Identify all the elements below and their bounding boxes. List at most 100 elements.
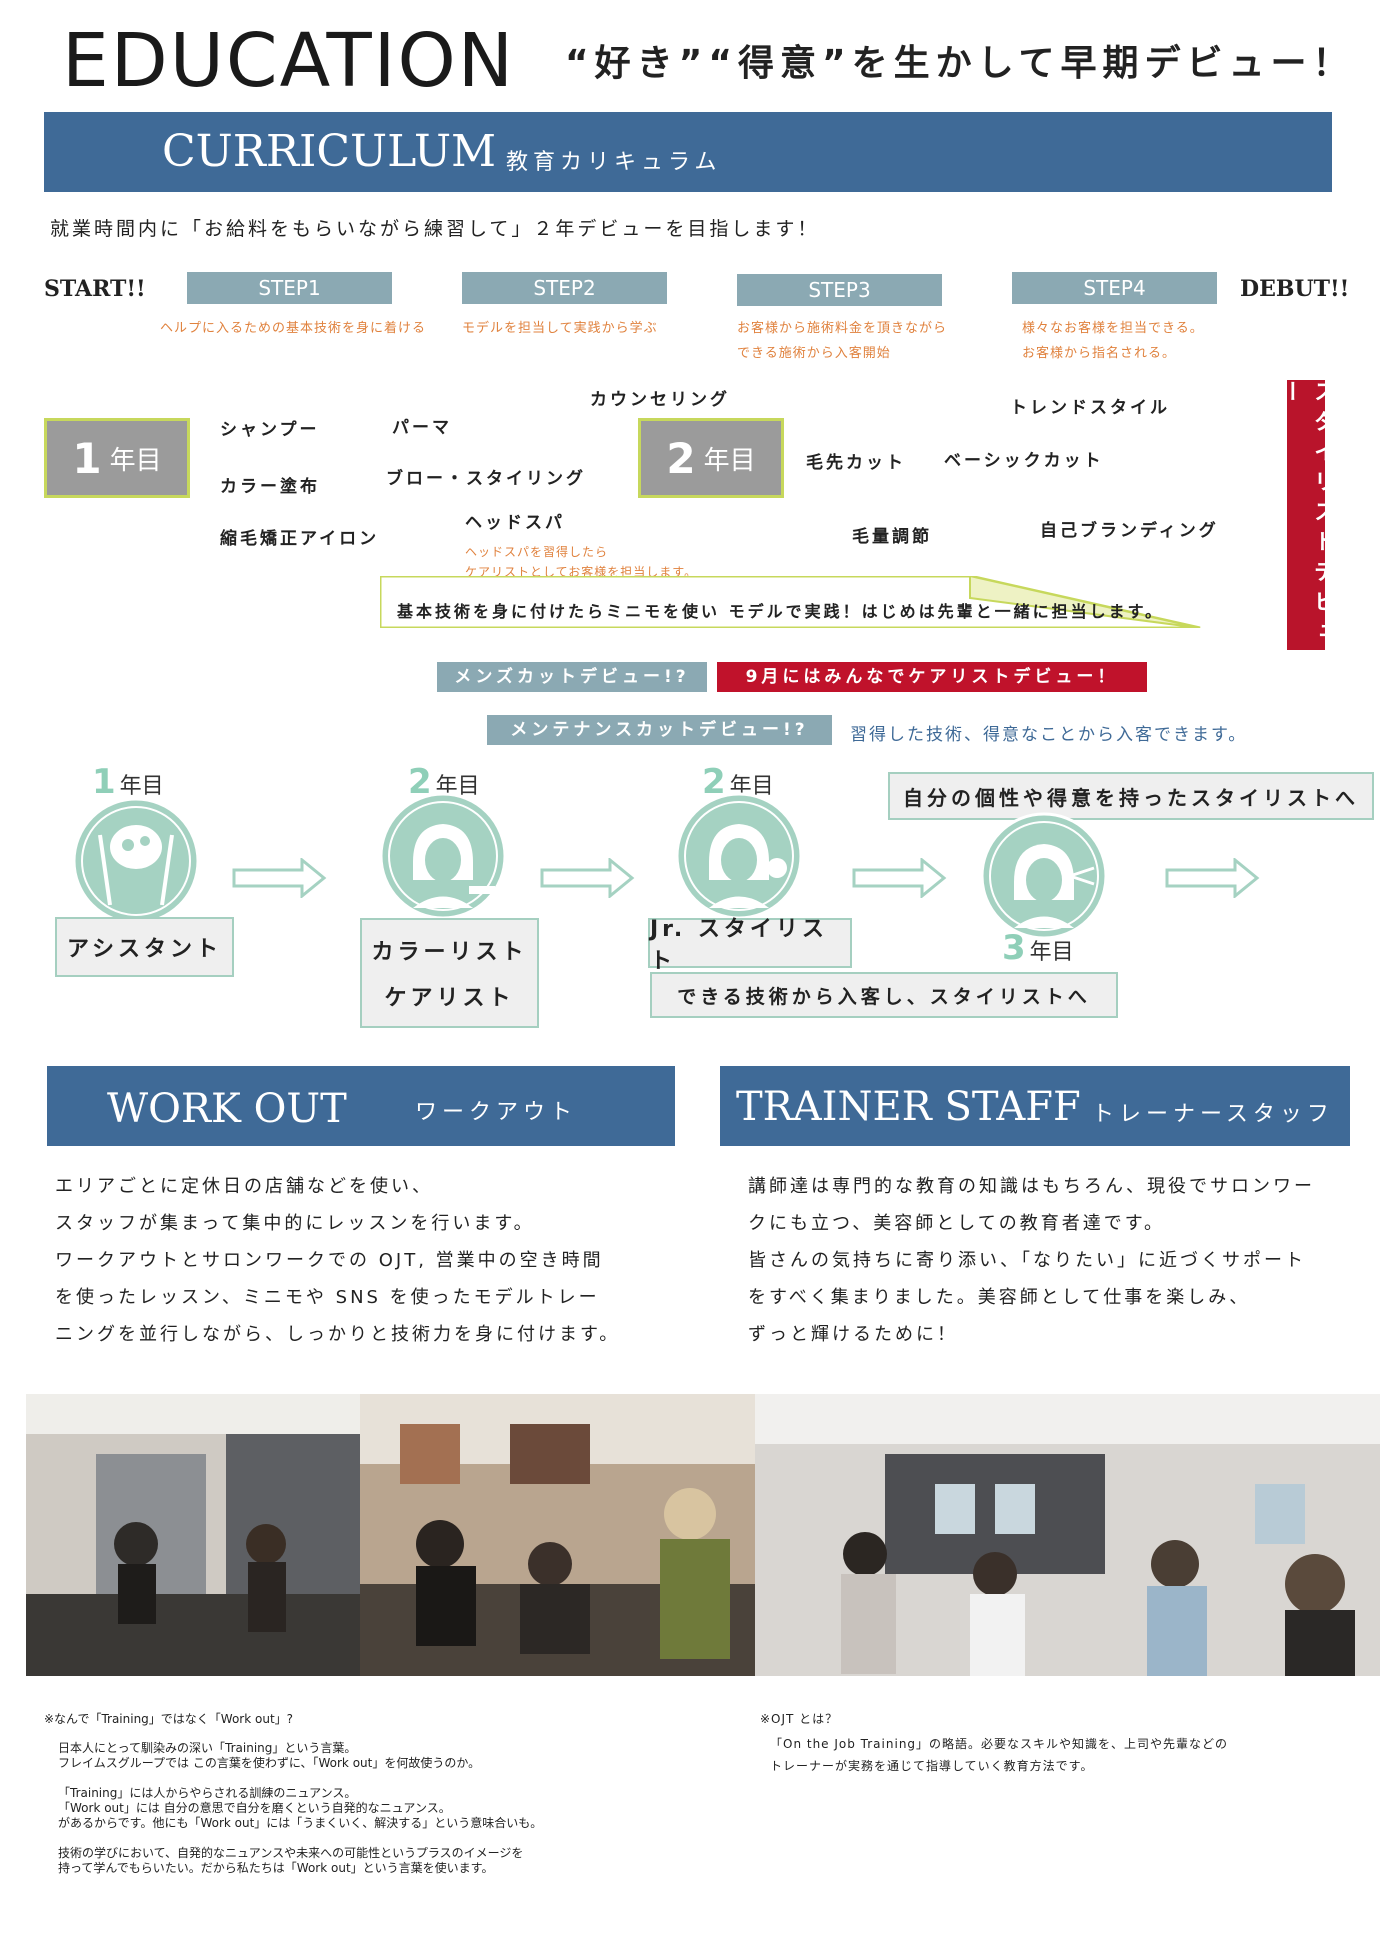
trainer-line: 皆さんの気持ちに寄り添い、「なりたい」に近づくサポート [748, 1250, 1306, 1271]
ojt-footnote-line: 「On the Job Training」の略語。必要なスキルや知識を、上司や先… [770, 1737, 1229, 1751]
workout-text: エリアごとに定休日の店舗などを使い、 スタッフが集まって集中的にレッスンを行いま… [55, 1168, 675, 1353]
workout-line: エリアごとに定休日の店舗などを使い、 [55, 1176, 433, 1197]
trainer-line: 講師達は専門的な教育の知識はもちろん、現役でサロンワー [748, 1176, 1315, 1197]
training-footnote-line: 「Training」には人からやらされる訓練のニュアンス。 [58, 1786, 357, 1800]
skill-tip-cut: 毛先カット [806, 453, 906, 473]
curriculum-subtitle: 教育カリキュラム [506, 150, 722, 175]
workout-line: ワークアウトとサロンワークでの OJT, 営業中の空き時間 [55, 1250, 604, 1271]
step3-desc: お客様から施術料金を頂きながら できる施術から入客開始 [737, 316, 947, 366]
assistant-label: アシスタント [66, 937, 223, 962]
colorist-label: カラーリスト [371, 940, 528, 965]
ojt-footnote-line: トレーナーが実務を通じて指導していく教育方法です。 [770, 1759, 1094, 1773]
assistant-icon [72, 797, 200, 925]
training-footnote-line: 持って学んでもらいたい。だから私たちは「Work out」という言葉を使います。 [58, 1861, 494, 1875]
trainer-title: TRAINER STAFF [736, 1084, 1081, 1130]
debut-label: DEBUT!! [1240, 276, 1350, 302]
entry-note: 習得した技術、得意なことから入客できます。 [850, 725, 1248, 745]
jr-stylist-note-box: できる技術から入客し、スタイリストへ [650, 972, 1118, 1018]
stylist-debut-bar: スタイリストデビュー [1278, 380, 1335, 650]
step4-desc-line2: お客様から指名される。 [1022, 346, 1177, 361]
training-footnote-heading: ※なんで「Training」ではなく「Work out」? [44, 1712, 294, 1726]
arrow-4 [1165, 858, 1260, 898]
training-footnote-line: 日本人にとって馴染みの深い「Training」という言葉。 [58, 1741, 357, 1755]
trainer-line: クにも立つ、美容師としての教育者達です。 [748, 1213, 1165, 1234]
year1-unit: 年目 [109, 445, 162, 476]
skill-volume: 毛量調節 [852, 527, 932, 547]
arrow-1 [232, 858, 327, 898]
workout-line: スタッフが集まって集中的にレッスンを行います。 [55, 1213, 535, 1234]
workout-title: WORK OUT [107, 1086, 347, 1132]
year2-box: 2 年目 [638, 418, 784, 498]
start-label: START!! [44, 276, 146, 302]
skill-counseling: カウンセリング [590, 390, 730, 410]
skill-perm: パーマ [392, 418, 452, 438]
year1-number: 1 [72, 433, 102, 483]
workout-subtitle: ワークアウト [415, 1100, 578, 1125]
stylist-icon [980, 812, 1108, 940]
step1-desc-line: ヘルプに入るための基本技術を身に着ける [160, 321, 427, 336]
stage4-year-number: 3 [1002, 928, 1026, 968]
curriculum-title: CURRICULUM [162, 126, 497, 177]
step3-label: STEP3 [737, 274, 942, 306]
practice-text: 基本技術を身に付けたらミニモを使い モデルで実践！はじめは先輩と一緒に担当します… [397, 602, 1164, 621]
trainer-line: をすべく集まりました。美容師として仕事を楽しみ、 [748, 1287, 1251, 1308]
arrow-2 [540, 858, 635, 898]
workout-line: を使ったレッスン、ミニモや SNS を使ったモデルトレー [55, 1287, 600, 1308]
jr-stylist-role: Jr. スタイリスト [648, 917, 852, 974]
skill-blow-styling: ブロー・スタイリング [386, 469, 586, 489]
colorist-role: カラーリスト ケアリスト [360, 918, 539, 1028]
step3-desc-line1: お客様から施術料金を頂きながら [737, 321, 948, 336]
trainer-text: 講師達は専門的な教育の知識はもちろん、現役でサロンワー クにも立つ、美容師として… [748, 1168, 1348, 1353]
colorist-icon [379, 792, 507, 920]
september-carist-tag: 9月にはみんなでケアリストデビュー！ [717, 662, 1147, 692]
stage3-year-number: 2 [702, 762, 726, 802]
skill-shampoo: シャンプー [220, 420, 320, 440]
carist-label: ケアリスト [384, 986, 515, 1011]
stage2-year-number: 2 [408, 762, 432, 802]
training-footnote: ※なんで「Training」ではなく「Work out」? 日本人にとって馴染み… [44, 1712, 704, 1876]
skill-color: カラー塗布 [220, 477, 320, 497]
jr-stylist-icon [675, 792, 803, 920]
ojt-footnote-heading: ※OJT とは？ [760, 1712, 839, 1726]
stage1-year-number: 1 [92, 762, 116, 802]
trainer-banner: TRAINER STAFF トレーナースタッフ [720, 1066, 1350, 1146]
step1-label: STEP1 [187, 272, 392, 304]
tagline: “好き”“得意”を生かして早期デビュー！ [565, 43, 1355, 84]
trainer-line: ずっと輝けるために！ [748, 1324, 958, 1345]
headspa-note-line1: ヘッドスパを習得したら [465, 545, 609, 559]
training-footnote-line: があるからです。他にも「Work out」には「うまくいく、解決する」という意味… [58, 1816, 543, 1830]
salon-photo-3 [755, 1394, 1380, 1676]
stage4-year-unit: 年目 [1029, 940, 1074, 965]
stylist-goal-note: 自分の個性や得意を持ったスタイリストへ [903, 785, 1359, 810]
training-footnote-line [58, 1831, 704, 1846]
workout-line: ニングを並行しながら、しっかりと技術力を身に付けます。 [55, 1324, 621, 1345]
step1-desc: ヘルプに入るための基本技術を身に着ける [160, 316, 426, 341]
curriculum-intro: 就業時間内に「お給料をもらいながら練習して」２年デビューを目指します！ [50, 218, 820, 240]
jr-stylist-label: Jr. スタイリスト [650, 917, 828, 974]
skill-trend-style: トレンドスタイル [1010, 398, 1170, 418]
workout-banner: WORK OUT ワークアウト [47, 1066, 675, 1146]
salon-photo-1 [26, 1394, 360, 1676]
training-footnote-line [58, 1771, 704, 1786]
step4-desc-line1: 様々なお客様を担当できる。 [1022, 321, 1204, 336]
step2-label: STEP2 [462, 272, 667, 304]
step4-desc: 様々なお客様を担当できる。 お客様から指名される。 [1022, 316, 1204, 366]
skill-basic-cut: ベーシックカット [944, 451, 1104, 471]
jr-stylist-note: できる技術から入客し、スタイリストへ [677, 985, 1091, 1008]
step2-desc: モデルを担当して実践から学ぶ [462, 316, 658, 341]
year2-number: 2 [666, 433, 696, 483]
trainer-subtitle: トレーナースタッフ [1092, 1102, 1334, 1127]
maintenance-cut-tag: メンテナンスカットデビュー!? [487, 715, 832, 745]
assistant-role: アシスタント [55, 917, 234, 977]
practice-wedge [380, 576, 1201, 628]
step2-desc-line: モデルを担当して実践から学ぶ [462, 321, 658, 336]
stylist-goal-box: 自分の個性や得意を持ったスタイリストへ [888, 772, 1374, 820]
training-footnote-line: 技術の学びにおいて、自発的なニュアンスや未来への可能性というプラスのイメージを [58, 1846, 524, 1860]
salon-photo-2 [360, 1394, 755, 1676]
curriculum-banner: CURRICULUM 教育カリキュラム [44, 112, 1332, 192]
step3-desc-line2: できる施術から入客開始 [737, 346, 891, 361]
page-title: EDUCATION [62, 18, 516, 104]
ojt-footnote: ※OJT とは？ 「On the Job Training」の略語。必要なスキル… [760, 1712, 1380, 1777]
skill-headspa: ヘッドスパ [465, 513, 565, 533]
